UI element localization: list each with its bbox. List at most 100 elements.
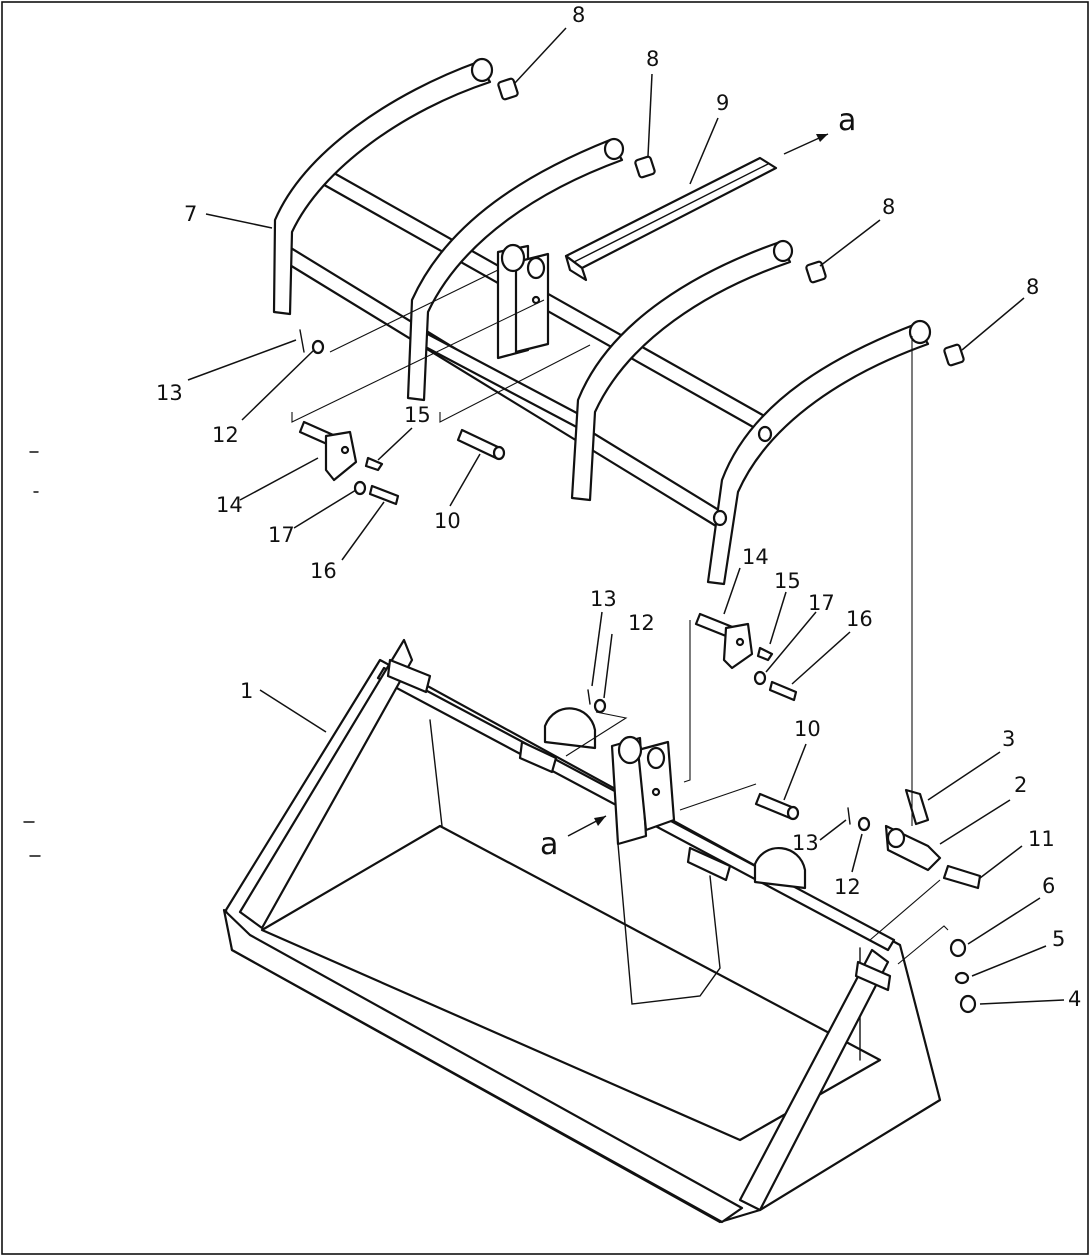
bucket — [222, 638, 942, 1224]
pin-14b-hole — [735, 637, 745, 647]
pin-14a — [298, 420, 358, 482]
callout-7: 7 — [184, 202, 197, 226]
bracket-eye-left — [500, 243, 526, 273]
bolt-3 — [904, 788, 930, 826]
frame-cylinder-bracket-plate — [514, 252, 550, 354]
callout-10b: 10 — [794, 717, 821, 741]
bucket-left-side — [238, 638, 414, 930]
callout-14a: 14 — [216, 493, 243, 517]
tine-1-pivot — [470, 57, 494, 83]
a-arrow-head-upper — [816, 134, 828, 142]
callout-17a: 17 — [268, 523, 295, 547]
callout-5: 5 — [1052, 927, 1065, 951]
bushing-1 — [497, 77, 519, 101]
grapple-tine-2 — [406, 138, 624, 402]
cotter-pin-13c — [847, 807, 851, 825]
washer-6 — [949, 938, 967, 958]
saddle-right — [753, 847, 807, 890]
callout-17b: 17 — [808, 591, 835, 615]
guide-12b — [565, 711, 628, 757]
bolt-16a — [368, 484, 400, 506]
callout-12b: 12 — [628, 611, 655, 635]
hinge-lug-right — [854, 960, 892, 992]
bucket-cylinder-bracket-plate — [636, 740, 676, 832]
callout-labels: 1 2 3 4 5 6 7 8 8 8 8 9 10 10 11 12 12 1… — [156, 3, 1081, 1011]
grapple-arm-frame — [272, 57, 932, 586]
callout-6: 6 — [1042, 874, 1055, 898]
saddle-left — [543, 707, 597, 750]
grease-fitting-15a — [364, 456, 384, 472]
callout-13c: 13 — [792, 831, 819, 855]
tine-2-pivot — [603, 137, 625, 161]
callout-9: 9 — [716, 91, 729, 115]
link-bar-edge — [573, 163, 769, 263]
bushing-3 — [805, 260, 827, 284]
callout-12a: 12 — [212, 423, 239, 447]
pin-14a-hole — [340, 445, 350, 455]
reference-mark-a-upper: a — [838, 103, 856, 138]
callout-13a: 13 — [156, 381, 183, 405]
pin-10a-head — [492, 445, 506, 461]
guide-6 — [897, 925, 949, 965]
callout-4: 4 — [1068, 987, 1081, 1011]
callout-1: 1 — [240, 679, 253, 703]
leader-lines — [187, 27, 1065, 1005]
guide-14a — [291, 299, 545, 423]
bushing-set — [497, 77, 965, 367]
grease-fitting-15b — [756, 646, 774, 662]
link-bar-flange — [564, 254, 588, 282]
cotter-pin-13b — [587, 689, 591, 705]
washer-12c — [857, 816, 871, 832]
margin-marks — [23, 451, 41, 857]
callout-14b: 14 — [742, 545, 769, 569]
hinge-lug-left — [386, 658, 432, 694]
guide-10b — [679, 783, 757, 811]
nut-4 — [959, 994, 977, 1014]
pin-14a-plate — [324, 430, 358, 482]
bushing-4 — [943, 343, 965, 367]
callout-11: 11 — [1028, 827, 1055, 851]
callout-8a: 8 — [572, 3, 585, 27]
grapple-tine-4 — [706, 322, 930, 586]
cotter-pin-13a — [299, 329, 305, 353]
tine-4-pivot — [908, 319, 932, 345]
bushing-2 — [634, 155, 656, 179]
guide-13a — [329, 269, 499, 353]
bolt-16b — [768, 680, 798, 702]
pin-11 — [942, 864, 982, 890]
tine-4-tube-hole-lower — [712, 509, 728, 527]
lock-washer-5 — [954, 971, 970, 985]
callout-10a: 10 — [434, 509, 461, 533]
guide-10a — [439, 344, 591, 423]
callout-8c: 8 — [882, 195, 895, 219]
reference-mark-a-lower: a — [540, 827, 558, 862]
bracket-hole — [531, 295, 541, 305]
bucket-bracket-eye-right — [646, 746, 666, 770]
pin-14b-plate — [722, 622, 754, 670]
guide-11 — [869, 879, 941, 941]
bucket-back-panel — [617, 843, 721, 1005]
washer-12a — [311, 339, 325, 355]
lock-washer-17b — [753, 670, 767, 686]
tine-3-pivot — [772, 239, 794, 263]
lock-washer-17a — [353, 480, 367, 496]
bracket-2-eye — [886, 827, 906, 849]
link-bar — [564, 133, 829, 282]
washer-12b — [593, 698, 607, 714]
callout-2: 2 — [1014, 773, 1027, 797]
callout-16a: 16 — [310, 559, 337, 583]
callout-13b: 13 — [590, 587, 617, 611]
bucket-right-side — [738, 948, 890, 1212]
hinge-lug-mid-1 — [518, 740, 558, 774]
callout-8b: 8 — [646, 47, 659, 71]
bucket-cutting-edge — [222, 908, 744, 1224]
bracket-eye-right — [526, 256, 546, 280]
guide-14b — [683, 620, 691, 783]
callout-15a: 15 — [404, 403, 431, 427]
grapple-tine-1 — [272, 60, 492, 316]
callout-16b: 16 — [846, 607, 873, 631]
pin-10b-head — [786, 805, 800, 821]
pin-14b — [694, 612, 754, 670]
